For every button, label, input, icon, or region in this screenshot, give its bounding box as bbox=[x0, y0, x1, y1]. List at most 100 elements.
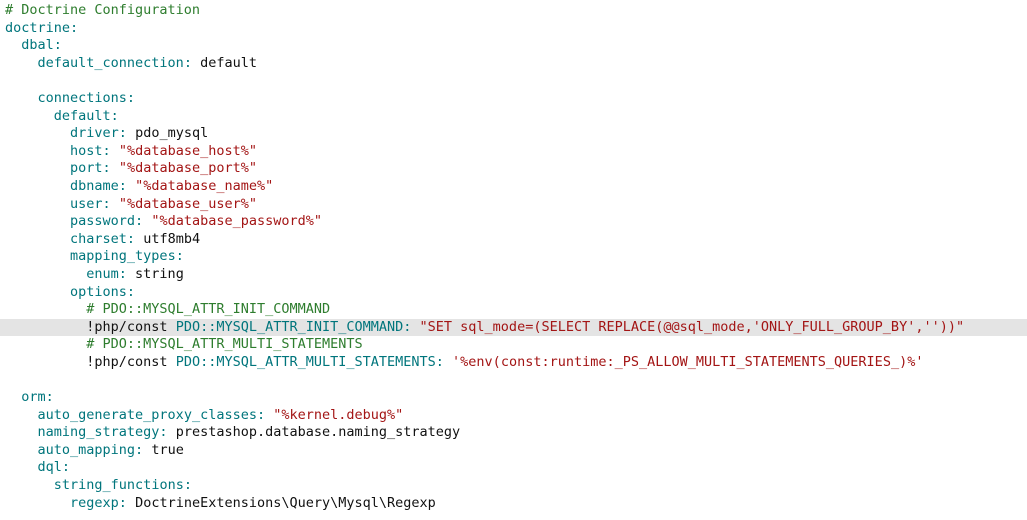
code-token-p: string bbox=[126, 265, 184, 282]
code-line[interactable]: dbal: bbox=[0, 37, 1027, 55]
code-token-k: default_connection: bbox=[37, 54, 192, 71]
code-token-p bbox=[5, 231, 70, 247]
code-token-p bbox=[5, 336, 86, 352]
code-line[interactable]: string_functions: bbox=[0, 477, 1027, 495]
code-token-p bbox=[127, 178, 135, 194]
code-line[interactable]: driver: pdo_mysql bbox=[0, 125, 1027, 143]
code-line[interactable]: charset: utf8mb4 bbox=[0, 231, 1027, 249]
code-token-p: utf8mb4 bbox=[135, 230, 201, 247]
code-line[interactable]: auto_mapping: true bbox=[0, 442, 1027, 460]
code-token-k: dbal: bbox=[21, 37, 62, 54]
code-token-p bbox=[111, 196, 119, 212]
code-line[interactable]: # PDO::MYSQL_ATTR_INIT_COMMAND bbox=[0, 301, 1027, 319]
code-line[interactable]: port: "%database_port%" bbox=[0, 160, 1027, 178]
code-token-k: orm: bbox=[21, 389, 54, 406]
code-line[interactable]: # PDO::MYSQL_ATTR_MULTI_STATEMENTS bbox=[0, 336, 1027, 354]
code-token-cm: # PDO::MYSQL_ATTR_INIT_COMMAND bbox=[86, 301, 331, 318]
code-line[interactable]: # Doctrine Configuration bbox=[0, 2, 1027, 20]
code-line[interactable] bbox=[0, 371, 1027, 389]
code-token-p: pdo_mysql bbox=[126, 125, 209, 142]
code-token-p bbox=[5, 196, 70, 212]
code-line[interactable]: naming_strategy: prestashop.database.nam… bbox=[0, 424, 1027, 442]
code-token-s: '%env(const:runtime:_PS_ALLOW_MULTI_STAT… bbox=[452, 353, 924, 370]
code-token-k: mapping_types: bbox=[70, 248, 184, 265]
code-token-p bbox=[5, 213, 70, 229]
code-token-p bbox=[5, 55, 38, 71]
code-token-p bbox=[5, 354, 86, 370]
code-line[interactable]: user: "%database_user%" bbox=[0, 196, 1027, 214]
code-token-p bbox=[5, 125, 70, 141]
code-token-p: default bbox=[191, 54, 257, 71]
code-line[interactable]: auto_generate_proxy_classes: "%kernel.de… bbox=[0, 407, 1027, 425]
code-line[interactable]: regexp: DoctrineExtensions\Query\Mysql\R… bbox=[0, 495, 1027, 513]
code-token-k: charset: bbox=[70, 230, 136, 247]
code-token-p bbox=[5, 284, 70, 300]
code-token-p bbox=[5, 301, 86, 317]
code-line[interactable]: enum: string bbox=[0, 266, 1027, 284]
code-token-k: password: bbox=[70, 213, 144, 230]
code-token-cm: # PDO::MYSQL_ATTR_MULTI_STATEMENTS bbox=[86, 336, 363, 353]
code-token-s: "%database_host%" bbox=[118, 142, 257, 159]
code-line[interactable]: dbname: "%database_name%" bbox=[0, 178, 1027, 196]
code-token-s: "%kernel.debug%" bbox=[273, 406, 404, 423]
code-token-k: naming_strategy: bbox=[37, 424, 168, 441]
code-token-k: regexp: bbox=[70, 494, 127, 511]
code-token-k: auto_generate_proxy_classes: bbox=[37, 406, 266, 423]
code-token-p bbox=[5, 442, 38, 458]
code-token-p bbox=[5, 424, 38, 440]
code-token-k: auto_mapping: bbox=[37, 441, 144, 458]
code-line[interactable]: !php/const PDO::MYSQL_ATTR_MULTI_STATEME… bbox=[0, 354, 1027, 372]
code-token-p bbox=[5, 143, 70, 159]
code-token-k: user: bbox=[70, 195, 111, 212]
code-token-k: PDO::MYSQL_ATTR_INIT_COMMAND: bbox=[175, 318, 412, 335]
code-token-p bbox=[111, 160, 119, 176]
code-line[interactable]: doctrine: bbox=[0, 20, 1027, 38]
code-token-p bbox=[5, 459, 38, 475]
code-token-p: !php/const bbox=[86, 318, 176, 335]
code-token-cm: # Doctrine Configuration bbox=[5, 2, 201, 18]
highlighted-code-line[interactable]: !php/const PDO::MYSQL_ATTR_INIT_COMMAND:… bbox=[0, 318, 1027, 337]
code-line[interactable]: password: "%database_password%" bbox=[0, 213, 1027, 231]
code-token-k: default: bbox=[53, 107, 119, 124]
code-line[interactable]: default_connection: default bbox=[0, 55, 1027, 73]
code-token-k: doctrine: bbox=[5, 19, 79, 36]
code-line[interactable]: default: bbox=[0, 108, 1027, 126]
code-token-p: !php/const bbox=[86, 353, 176, 370]
code-line[interactable]: dql: bbox=[0, 459, 1027, 477]
code-token-p bbox=[5, 160, 70, 176]
code-token-p: prestashop.database.naming_strategy bbox=[167, 424, 461, 441]
code-token-k: options: bbox=[70, 283, 136, 300]
code-token-s: "%database_name%" bbox=[135, 177, 274, 194]
code-token-p: DoctrineExtensions\Query\Mysql\Regexp bbox=[126, 494, 436, 511]
code-token-p bbox=[5, 407, 38, 423]
code-token-p bbox=[5, 319, 86, 335]
code-token-k: enum: bbox=[86, 265, 127, 282]
code-line[interactable]: orm: bbox=[0, 389, 1027, 407]
code-token-p bbox=[5, 266, 86, 282]
code-token-p bbox=[5, 389, 21, 405]
code-token-p bbox=[5, 37, 21, 53]
code-token-k: port: bbox=[70, 160, 111, 177]
code-token-p bbox=[5, 248, 70, 264]
code-token-p bbox=[265, 407, 273, 423]
code-token-p bbox=[5, 90, 38, 106]
code-token-k: dql: bbox=[37, 459, 71, 476]
code-line[interactable]: options: bbox=[0, 284, 1027, 302]
code-token-k: string_functions: bbox=[53, 477, 192, 494]
code-line[interactable] bbox=[0, 72, 1027, 90]
code-token-s: "SET sql_mode=(SELECT REPLACE(@@sql_mode… bbox=[419, 318, 965, 335]
code-line[interactable]: connections: bbox=[0, 90, 1027, 108]
code-line[interactable]: mapping_types: bbox=[0, 248, 1027, 266]
code-token-p bbox=[5, 108, 54, 124]
code-token-p bbox=[5, 178, 70, 194]
code-token-p bbox=[444, 354, 452, 370]
code-token-p bbox=[5, 495, 70, 511]
code-token-k: driver: bbox=[70, 125, 127, 142]
code-token-p bbox=[5, 477, 54, 493]
code-token-p: true bbox=[143, 441, 184, 458]
code-token-p bbox=[411, 319, 419, 335]
code-line[interactable]: host: "%database_host%" bbox=[0, 143, 1027, 161]
code-token-s: "%database_password%" bbox=[151, 213, 323, 230]
code-token-k: connections: bbox=[37, 89, 136, 106]
